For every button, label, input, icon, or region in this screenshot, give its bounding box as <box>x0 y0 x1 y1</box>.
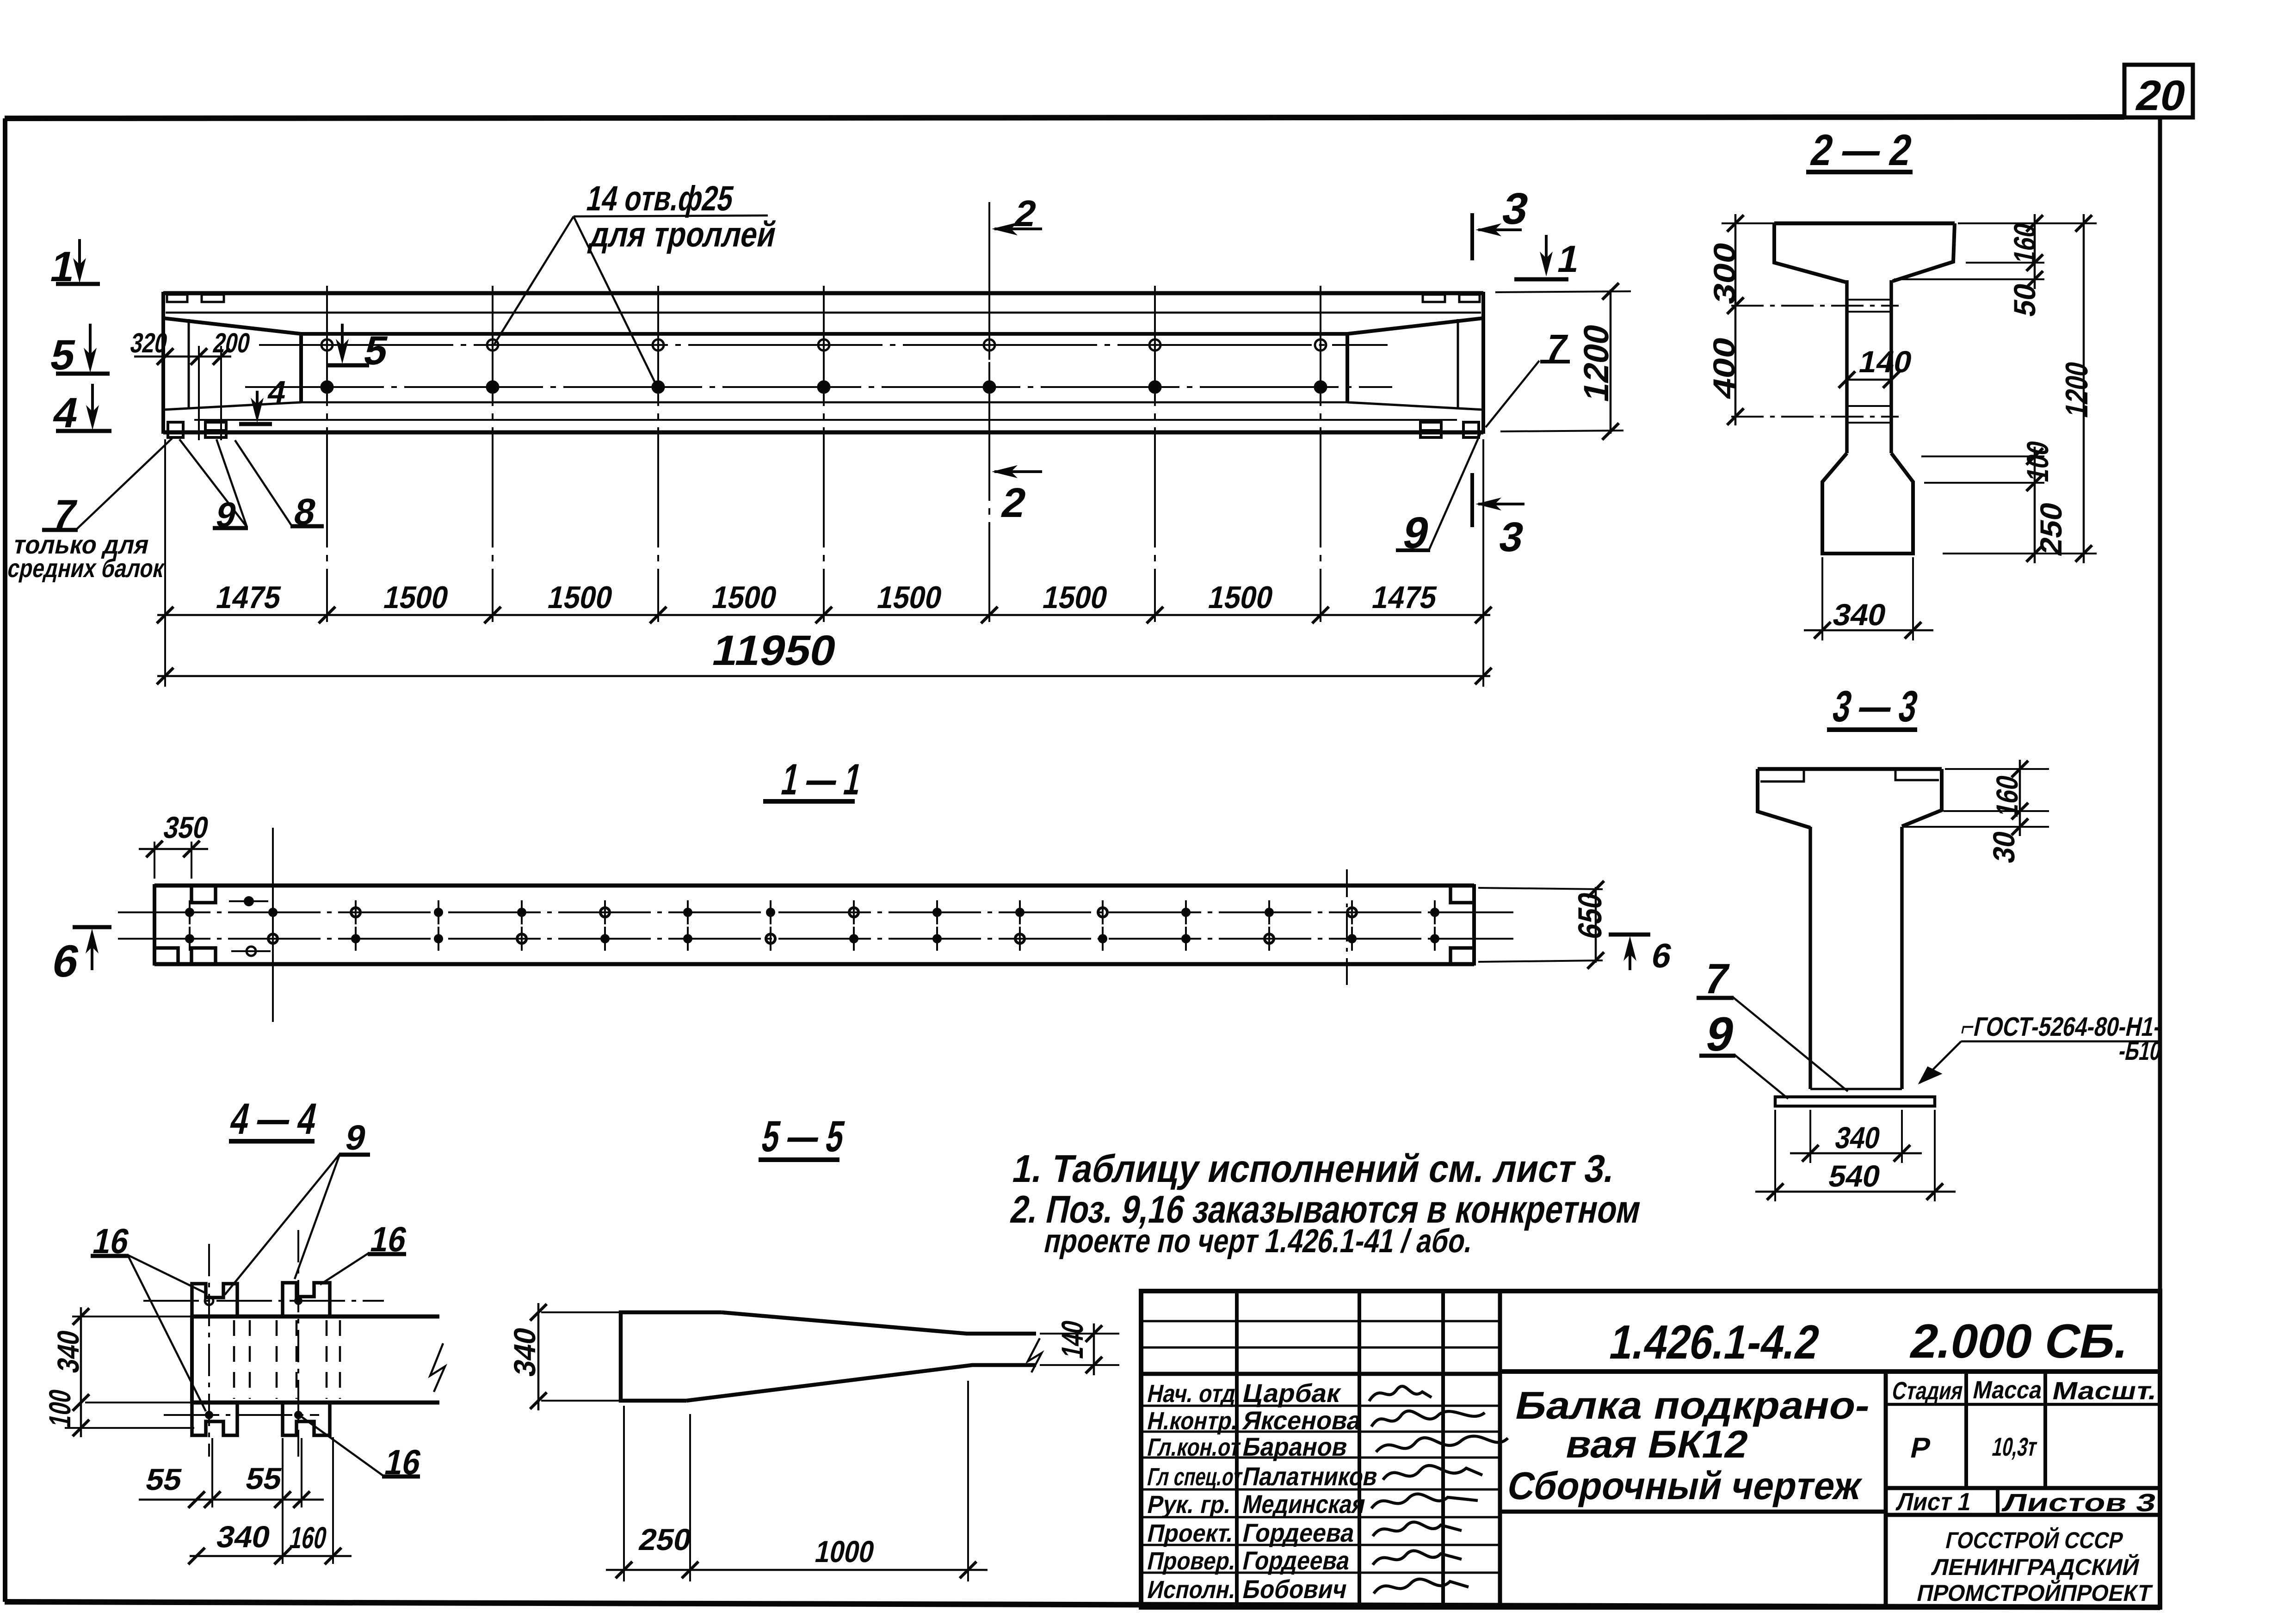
svg-text:Баранов: Баранов <box>1240 1433 1350 1461</box>
svg-text:Лист 1: Лист 1 <box>1894 1488 1974 1516</box>
svg-text:Гл.кон.от: Гл.кон.от <box>1145 1433 1243 1461</box>
svg-text:Мединская: Мединская <box>1240 1490 1368 1519</box>
svg-text:Гордеева: Гордеева <box>1240 1519 1358 1547</box>
svg-text:540: 540 <box>1826 1160 1884 1193</box>
svg-text:400: 400 <box>1708 334 1741 402</box>
svg-text:Р: Р <box>1907 1432 1933 1464</box>
svg-text:3: 3 <box>1498 184 1533 234</box>
svg-text:16: 16 <box>381 1443 425 1482</box>
svg-text:14 отв.ф25: 14 отв.ф25 <box>583 179 737 218</box>
svg-text:6: 6 <box>48 936 84 987</box>
svg-text:Сборочный чертеж: Сборочный чертеж <box>1504 1464 1866 1507</box>
svg-text:100: 100 <box>2021 438 2055 485</box>
svg-text:1000: 1000 <box>812 1535 878 1569</box>
svg-text:Стадия: Стадия <box>1889 1377 1966 1405</box>
svg-text:проекте по черт 1.426.1-41 / а: проекте по черт 1.426.1-41 / або. <box>1041 1223 1477 1260</box>
svg-text:вая БК12: вая БК12 <box>1562 1422 1753 1466</box>
svg-text:4: 4 <box>265 375 290 410</box>
svg-text:1 — 1: 1 — 1 <box>778 755 866 804</box>
svg-text:Н.контр.: Н.контр. <box>1145 1407 1241 1435</box>
svg-text:5 — 5: 5 — 5 <box>758 1112 849 1161</box>
svg-text:Бобович: Бобович <box>1240 1575 1350 1604</box>
svg-text:ЛЕНИНГРАДСКИЙ: ЛЕНИНГРАДСКИЙ <box>1930 1554 2142 1580</box>
svg-text:ГОССТРОЙ СССР: ГОССТРОЙ СССР <box>1944 1527 2126 1553</box>
svg-text:1200: 1200 <box>1577 320 1616 405</box>
svg-text:160: 160 <box>2008 220 2042 267</box>
svg-text:Масса: Масса <box>1970 1376 2045 1404</box>
svg-text:Яксенова: Яксенова <box>1240 1406 1364 1435</box>
svg-text:300: 300 <box>1708 239 1742 308</box>
svg-text:Гл спец.от: Гл спец.от <box>1145 1463 1245 1491</box>
svg-text:160: 160 <box>1991 772 2024 820</box>
svg-text:только для: только для <box>11 530 152 559</box>
svg-text:Гордеева: Гордеева <box>1240 1546 1353 1575</box>
svg-text:9: 9 <box>342 1118 370 1157</box>
svg-text:1500: 1500 <box>381 580 452 615</box>
svg-text:55: 55 <box>243 1462 285 1496</box>
svg-text:250: 250 <box>2035 499 2068 559</box>
svg-text:Масшт.: Масшт. <box>2050 1377 2160 1405</box>
svg-text:Нач. отд: Нач. отд <box>1145 1380 1239 1408</box>
svg-text:5: 5 <box>46 331 80 379</box>
svg-text:10,3т: 10,3т <box>1990 1433 2040 1461</box>
svg-text:1500: 1500 <box>709 580 780 615</box>
svg-text:Листов 3: Листов 3 <box>2000 1489 2159 1517</box>
svg-text:2: 2 <box>998 480 1031 526</box>
svg-text:⌐ГОСТ-5264-80-Н1-: ⌐ГОСТ-5264-80-Н1- <box>1958 1012 2165 1042</box>
svg-text:3 — 3: 3 — 3 <box>1829 682 1922 731</box>
svg-text:320: 320 <box>128 327 170 358</box>
svg-text:1500: 1500 <box>1040 580 1111 615</box>
svg-text:340: 340 <box>1832 1121 1883 1155</box>
svg-text:340: 340 <box>1830 598 1889 632</box>
svg-text:1500: 1500 <box>1205 580 1277 615</box>
svg-text:340: 340 <box>52 1327 86 1376</box>
svg-text:650: 650 <box>1572 889 1609 942</box>
svg-text:7: 7 <box>1700 955 1734 1003</box>
svg-text:16: 16 <box>89 1222 133 1261</box>
svg-text:16: 16 <box>367 1220 410 1259</box>
svg-text:-Б10: -Б10 <box>2116 1036 2164 1066</box>
svg-text:1200: 1200 <box>2059 358 2094 420</box>
svg-text:50: 50 <box>2008 280 2042 320</box>
svg-text:340: 340 <box>508 1324 542 1380</box>
svg-text:ПРОМСТРОЙПРОЕКТ: ПРОМСТРОЙПРОЕКТ <box>1915 1580 2154 1606</box>
svg-text:1500: 1500 <box>545 580 616 615</box>
svg-text:2. Поз. 9,16 заказываются в ко: 2. Поз. 9,16 заказываются в конкретном <box>1007 1187 1645 1231</box>
svg-text:Исполн.: Исполн. <box>1145 1576 1239 1604</box>
svg-text:1500: 1500 <box>874 580 945 615</box>
svg-text:6: 6 <box>1648 936 1676 975</box>
svg-text:Палатников: Палатников <box>1240 1462 1380 1491</box>
svg-text:2 — 2: 2 — 2 <box>1807 126 1916 175</box>
svg-text:2.000 СБ.: 2.000 СБ. <box>1906 1315 2135 1368</box>
svg-text:30: 30 <box>1987 828 2021 866</box>
svg-text:1475: 1475 <box>1369 580 1440 615</box>
svg-text:1: 1 <box>1554 238 1584 280</box>
svg-text:Царбак: Царбак <box>1240 1379 1344 1408</box>
svg-text:Рук. гр.: Рук. гр. <box>1145 1491 1234 1519</box>
svg-text:3: 3 <box>1495 514 1528 560</box>
svg-text:200: 200 <box>210 327 253 358</box>
svg-text:20: 20 <box>2132 72 2191 119</box>
svg-text:100: 100 <box>43 1386 77 1431</box>
svg-text:9: 9 <box>1701 1008 1739 1061</box>
svg-text:Провер.: Провер. <box>1145 1547 1239 1575</box>
svg-text:55: 55 <box>143 1463 185 1497</box>
svg-text:340: 340 <box>214 1520 274 1554</box>
svg-text:для троллей: для троллей <box>586 215 780 254</box>
svg-text:160: 160 <box>287 1521 330 1555</box>
svg-text:11950: 11950 <box>708 627 841 674</box>
svg-text:4 — 4: 4 — 4 <box>226 1095 321 1144</box>
svg-text:250: 250 <box>636 1523 695 1557</box>
svg-text:средних балок: средних балок <box>5 554 167 583</box>
svg-text:Проект.: Проект. <box>1145 1519 1236 1547</box>
svg-text:1475: 1475 <box>213 580 284 615</box>
svg-text:140: 140 <box>1056 1317 1090 1362</box>
svg-text:1. Таблицу исполнений см. лис: 1. Таблицу исполнений см. лист 3. <box>1009 1147 1619 1190</box>
svg-text:1.426.1-4.2: 1.426.1-4.2 <box>1605 1316 1825 1369</box>
svg-text:350: 350 <box>160 811 212 845</box>
svg-text:Балка подкрано-: Балка подкрано- <box>1512 1384 1875 1427</box>
svg-text:140: 140 <box>1856 345 1915 379</box>
